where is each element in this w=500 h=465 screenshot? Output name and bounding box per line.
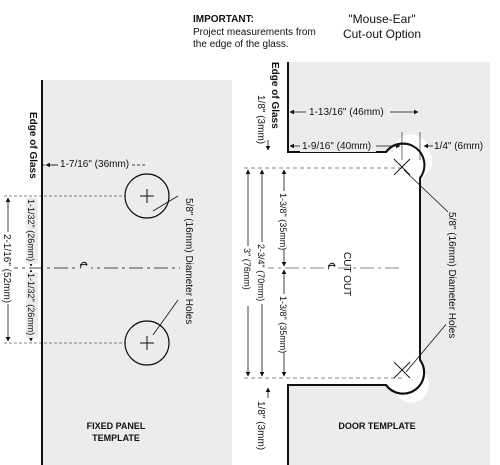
fixed-hole-leader-lower <box>152 299 179 336</box>
fixed-caption-line1: FIXED PANEL <box>87 421 146 431</box>
option-title-line2: Cut-out Option <box>343 27 421 41</box>
door-upper-half-bg <box>278 191 290 249</box>
door-lower-half-label: 1-3/8" (35mm) <box>278 296 288 353</box>
door-ear-offset-label: 1/4" (6mm) <box>434 141 483 152</box>
fixed-lower-gap-label-bg <box>26 272 38 338</box>
notice-line-2: the edge of the glass. <box>193 39 289 50</box>
fixed-upper-gap-label: 1-1/32" (26mm) <box>26 199 36 261</box>
door-bottom-step-label: 1/8" (3mm) <box>255 401 266 450</box>
door-hole-label-bg <box>446 212 460 342</box>
option-title-line1: "Mouse-Ear" <box>348 12 415 26</box>
fixed-lower-gap-label: 1-1/32" (26mm) <box>26 273 36 335</box>
notice-heading: IMPORTANT: <box>193 14 254 25</box>
door-top-step-label: 1/8" (3mm) <box>255 95 266 144</box>
door-hole-spacing-bg <box>256 242 268 304</box>
door-upper-half-label: 1-3/8" (35mm) <box>278 193 288 250</box>
fixed-hole-label: 5/8" (16mm) Diameter Holes <box>183 198 194 324</box>
door-caption: DOOR TEMPLATE <box>338 421 415 431</box>
door-hole-leader-lower <box>405 321 449 373</box>
door-hole-label: 5/8" (16mm) Diameter Holes <box>446 212 457 338</box>
door-cutout-height-bg <box>242 246 254 306</box>
fixed-caption-line2: TEMPLATE <box>92 433 140 443</box>
door-outer-width-bg <box>306 105 390 118</box>
fixed-centerline-symbol: ℄ <box>77 261 88 269</box>
fixed-panel-glass <box>42 80 232 465</box>
door-cutout-height-label: 3" (76mm) <box>242 248 252 290</box>
door-lower-ear-cross-b <box>393 361 411 379</box>
door-centerline-symbol: ℄ <box>325 262 336 270</box>
door-lower-half-bg <box>278 294 290 352</box>
door-hole-leader-upper <box>403 169 449 213</box>
door-centerline-symbol-bg <box>326 261 338 275</box>
door-outer-width-label: 1-13/16" (46mm) <box>309 107 384 118</box>
fixed-centerline-symbol-bg <box>79 260 91 274</box>
door-inner-width-label: 1-9/16" (40mm) <box>302 141 371 152</box>
door-cutout-label: CUT OUT <box>341 252 352 296</box>
door-inner-width-bg <box>300 139 376 152</box>
fixed-hole-leader-upper <box>152 195 179 212</box>
door-upper-ear-cross-b <box>393 158 411 176</box>
notice-line-1: Project measurements from <box>193 27 316 38</box>
door-edge-label: Edge of Glass <box>269 62 280 129</box>
fixed-total-label: 2-1/16" (52mm) <box>1 234 12 303</box>
fixed-offset-label: 1-7/16" (36mm) <box>60 159 129 170</box>
fixed-upper-gap-label-bg <box>26 198 38 264</box>
door-glass <box>270 62 490 465</box>
fixed-total-label-bg <box>2 232 14 304</box>
door-hole-spacing-label: 2-3/4" (70mm) <box>256 244 266 301</box>
fixed-panel-edge-label: Edge of Glass <box>27 112 38 179</box>
fixed-offset-label-bg <box>58 158 132 170</box>
